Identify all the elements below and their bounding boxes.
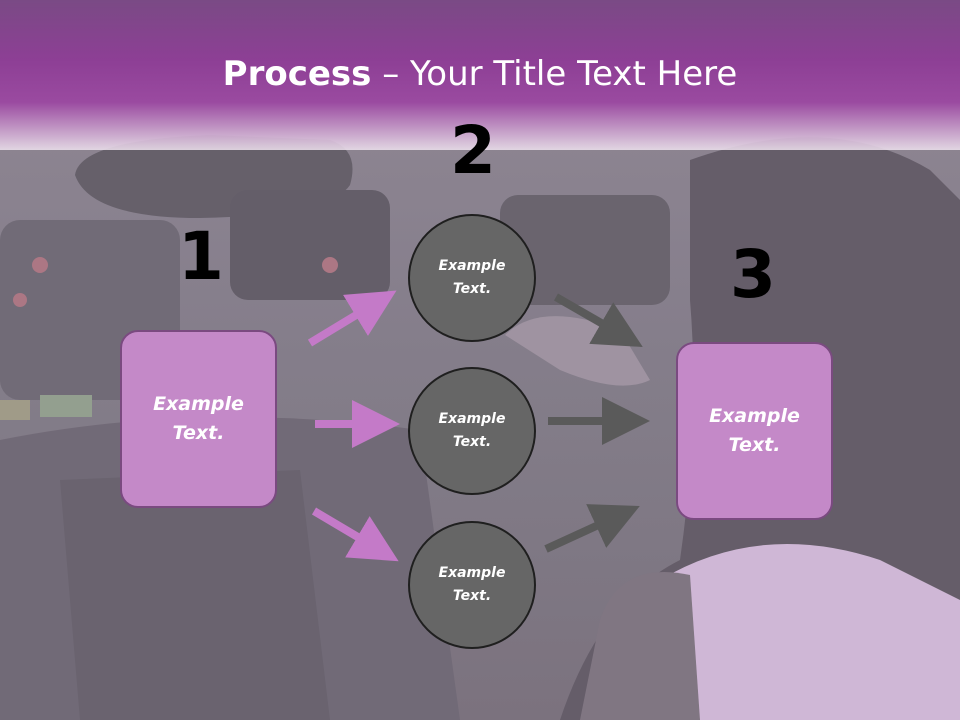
step-1-box: Example Text.	[120, 330, 277, 508]
circle-bottom: Example Text.	[408, 521, 536, 649]
title-rest: Your Title Text Here	[410, 54, 738, 94]
step-1-text: Example Text.	[153, 393, 244, 444]
pink-arrow-up	[307, 290, 397, 347]
circle-top: Example Text.	[408, 214, 536, 342]
step-number-3: 3	[730, 236, 776, 313]
title-dash: –	[371, 54, 411, 94]
step-number-1: 1	[178, 218, 224, 295]
step-number-2: 2	[450, 112, 496, 189]
gray-arrow-up	[544, 504, 640, 553]
circle-middle-text: Example Text.	[438, 411, 506, 450]
circle-bottom-text: Example Text.	[438, 565, 506, 604]
gray-arrow-down	[554, 293, 643, 347]
title-band	[0, 0, 960, 150]
circle-middle: Example Text.	[408, 367, 536, 495]
pink-arrow-down	[311, 507, 399, 562]
slide-title: Process – Your Title Text Here	[0, 52, 960, 96]
step-3-box: Example Text.	[676, 342, 833, 520]
step-3-text: Example Text.	[709, 405, 800, 456]
circle-top-text: Example Text.	[438, 258, 506, 297]
title-bold: Process	[222, 54, 372, 94]
